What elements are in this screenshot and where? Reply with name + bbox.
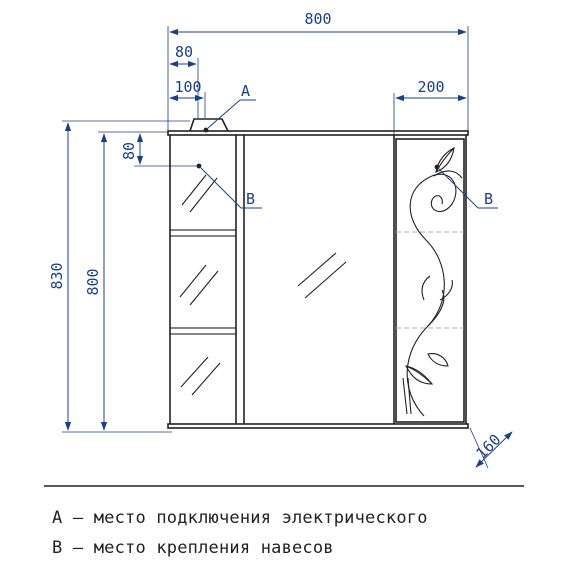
legend: А – место подключения электрического В –… xyxy=(44,485,524,558)
legend-line-b: В – место крепления навесов xyxy=(52,538,334,558)
mirror-hatch xyxy=(297,252,347,299)
mount-point-left xyxy=(196,163,202,169)
callout-label-b-left: B xyxy=(246,190,255,208)
dimension-left-offset-a: 80 xyxy=(169,43,199,118)
dimension-label-left-offset-a: 80 xyxy=(175,43,193,61)
dimension-label-overall-height: 830 xyxy=(48,262,66,289)
callout-b-right: B xyxy=(438,168,498,209)
electric-connection-point xyxy=(203,127,209,133)
callout-b-left: B xyxy=(200,167,262,209)
dimension-label-overall-width: 800 xyxy=(304,10,331,28)
dimension-label-body-height: 800 xyxy=(84,268,102,295)
dimension-right-section: 200 xyxy=(393,78,467,138)
dimension-label-depth: 160 xyxy=(473,431,505,463)
dimension-label-right-section: 200 xyxy=(417,78,444,96)
dimension-label-mount-offset: 80 xyxy=(120,142,138,160)
callout-label-a: A xyxy=(241,82,250,100)
left-shelf-unit xyxy=(169,135,237,424)
dimension-overall-width: 800 xyxy=(167,10,469,135)
dimension-depth: 160 xyxy=(469,427,513,469)
mount-point-right xyxy=(434,164,440,170)
mirror-section xyxy=(243,135,395,424)
light-fixture xyxy=(189,118,229,133)
callout-a: A xyxy=(207,82,256,129)
cabinet-body xyxy=(167,130,469,429)
right-door xyxy=(395,138,465,423)
callout-label-b-right: B xyxy=(484,190,493,208)
legend-line-a: А – место подключения электрического xyxy=(52,508,428,528)
floral-ornament-icon xyxy=(402,147,463,417)
dimension-overall-height: 830 xyxy=(48,120,190,433)
left-glass-hatch xyxy=(179,174,221,396)
dimension-mount-offset: 80 xyxy=(120,133,200,167)
dimension-body-height: 800 xyxy=(84,131,168,431)
dimension-label-left-offset-b: 100 xyxy=(174,78,201,96)
dimension-left-offset-b: 100 xyxy=(169,78,206,118)
